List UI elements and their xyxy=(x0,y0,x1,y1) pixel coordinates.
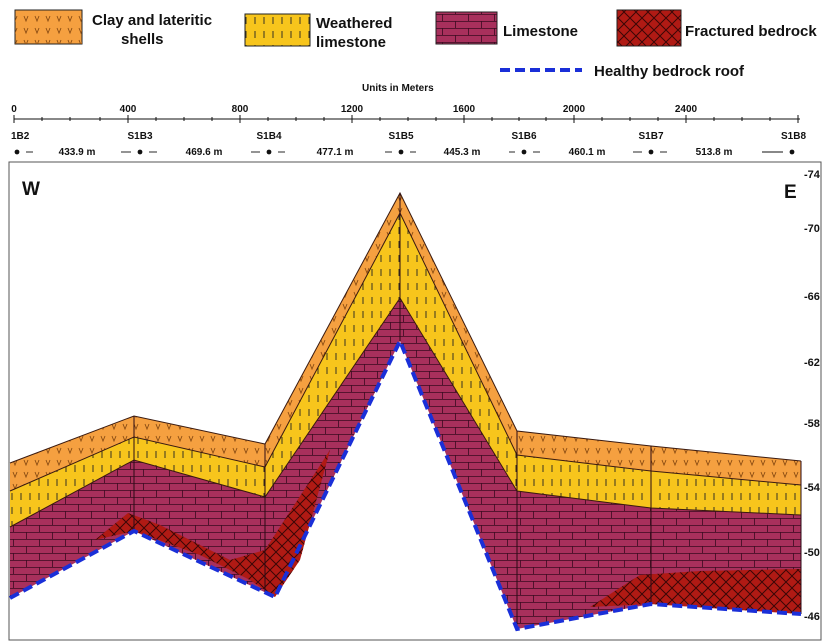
legend-swatch-limestone-pattern xyxy=(436,12,497,44)
layer-limestone xyxy=(10,298,801,629)
legend-swatch-fractured-pattern xyxy=(617,10,681,46)
legend-label-weathered: Weathered xyxy=(316,15,392,32)
elevation-label: -70 xyxy=(804,223,820,235)
elevation-label: -54 xyxy=(804,482,821,494)
spacing-label: 477.1 m xyxy=(317,147,354,158)
legend-item-clay: Clay and lateritic shells xyxy=(14,9,212,48)
layer-fractured-bedrock xyxy=(95,450,801,614)
borehole-label: 1B2 xyxy=(11,131,30,142)
geologic-section xyxy=(9,191,802,632)
east-label: E xyxy=(784,182,797,203)
legend-item-limestone: Limestone xyxy=(435,11,578,45)
scale-title: Units in Meters xyxy=(362,83,434,94)
legend-swatch-weathered-pattern xyxy=(245,14,310,46)
legend-label-limestone: Limestone xyxy=(503,23,578,40)
layer-weathered-limestone xyxy=(10,213,801,527)
borehole-label: S1B3 xyxy=(127,131,152,142)
borehole-columns xyxy=(133,193,802,629)
layer-clay xyxy=(10,193,801,491)
legend-item-bedrock-roof: Healthy bedrock roof xyxy=(500,63,745,80)
legend: Clay and lateritic shells Weathered lime… xyxy=(14,9,817,80)
scale-tick-label: 2000 xyxy=(563,104,586,115)
scale-tick-label: 1200 xyxy=(341,104,364,115)
legend-label-clay-line2: shells xyxy=(121,31,164,48)
borehole-label: S1B6 xyxy=(511,131,536,142)
borehole-label: S1B4 xyxy=(256,131,281,142)
scale-bar: Units in Meters 0 400 800 1200 1600 2000… xyxy=(11,83,800,123)
spacing-label: 460.1 m xyxy=(569,147,606,158)
scale-tick-label: 1600 xyxy=(453,104,476,115)
legend-item-weathered: Weathered limestone xyxy=(244,13,392,51)
elevation-label: -74 xyxy=(804,169,821,181)
spacing-label: 469.6 m xyxy=(186,147,223,158)
spacing-label: 513.8 m xyxy=(696,147,733,158)
legend-label-clay: Clay and lateritic xyxy=(92,12,212,29)
legend-item-fractured: Fractured bedrock xyxy=(616,9,817,47)
legend-swatch-clay-pattern xyxy=(15,10,82,44)
healthy-bedrock-roof-line xyxy=(9,336,802,632)
scale-tick-label: 2400 xyxy=(675,104,698,115)
elevation-label: -58 xyxy=(804,418,820,430)
elevation-label: -66 xyxy=(804,291,820,303)
legend-label-bedrock-roof: Healthy bedrock roof xyxy=(594,63,745,80)
scale-tick-label: 800 xyxy=(232,104,249,115)
legend-label-weathered-line2: limestone xyxy=(316,34,386,51)
borehole-label: S1B7 xyxy=(638,131,663,142)
elevation-label: -62 xyxy=(804,357,820,369)
spacing-label: 433.9 m xyxy=(59,147,96,158)
borehole-label: S1B5 xyxy=(388,131,413,142)
borehole-label: S1B8 xyxy=(781,131,806,142)
borehole-markers xyxy=(14,149,795,155)
scale-tick-label: 0 xyxy=(11,104,17,115)
elevation-label: -46 xyxy=(804,611,820,623)
scale-ticks xyxy=(13,115,799,123)
scale-tick-label: 400 xyxy=(120,104,137,115)
spacing-label: 445.3 m xyxy=(444,147,481,158)
west-label: W xyxy=(22,179,40,200)
borehole-row: 1B2 S1B3 S1B4 S1B5 S1B6 S1B7 S1B8 433.9 … xyxy=(11,131,806,158)
elevation-label: -50 xyxy=(804,547,820,559)
legend-label-fractured: Fractured bedrock xyxy=(685,23,817,40)
elevation-axis: -74 -70 -66 -62 -58 -54 -50 -46 xyxy=(804,169,821,623)
